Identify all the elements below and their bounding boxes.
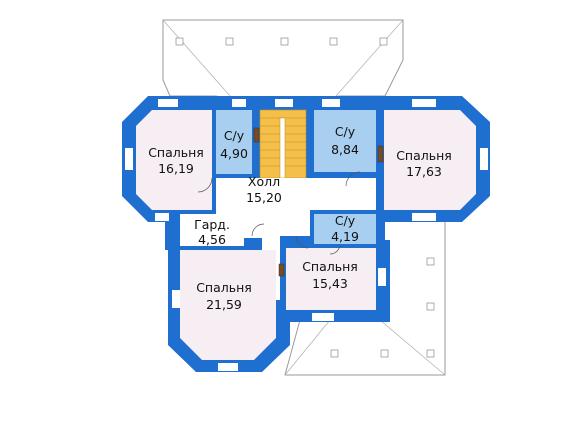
doors [197,171,361,255]
room-bathroom-3 [314,214,376,244]
room-area: 17,63 [406,164,442,179]
room-name: Спальня [302,259,358,274]
room-hall [216,178,376,300]
room-name: Гард. [194,217,230,232]
roof-top [162,19,404,101]
room-name: Холл [248,174,280,189]
room-name: С/у [335,213,356,228]
room-area: 4,90 [220,146,248,161]
room-name: Спальня [148,145,204,160]
room-area: 16,19 [158,161,194,176]
room-area: 15,43 [312,276,348,291]
room-name: Спальня [396,148,452,163]
room-area: 21,59 [206,297,242,312]
room-bedroom-2 [384,110,476,210]
room-bedroom-4 [286,248,376,310]
room-area: 15,20 [246,190,282,205]
room-area: 4,19 [331,229,359,244]
room-name: С/у [335,124,356,139]
room-labels: Спальня 16,19 С/у 4,90 С/у 8,84 Спальня … [148,124,452,312]
chimneys [253,127,384,277]
room-bedroom-1 [136,110,212,210]
room-name: Спальня [196,280,252,295]
room-area: 8,84 [331,142,359,157]
room-bathroom-2 [314,110,376,172]
room-wardrobe [180,214,244,246]
room-bedroom-3 [180,250,276,360]
room-name: С/у [224,128,245,143]
stairs [259,109,307,179]
windows [125,99,488,371]
room-area: 4,56 [198,232,226,247]
room-bathroom-1 [216,110,252,174]
